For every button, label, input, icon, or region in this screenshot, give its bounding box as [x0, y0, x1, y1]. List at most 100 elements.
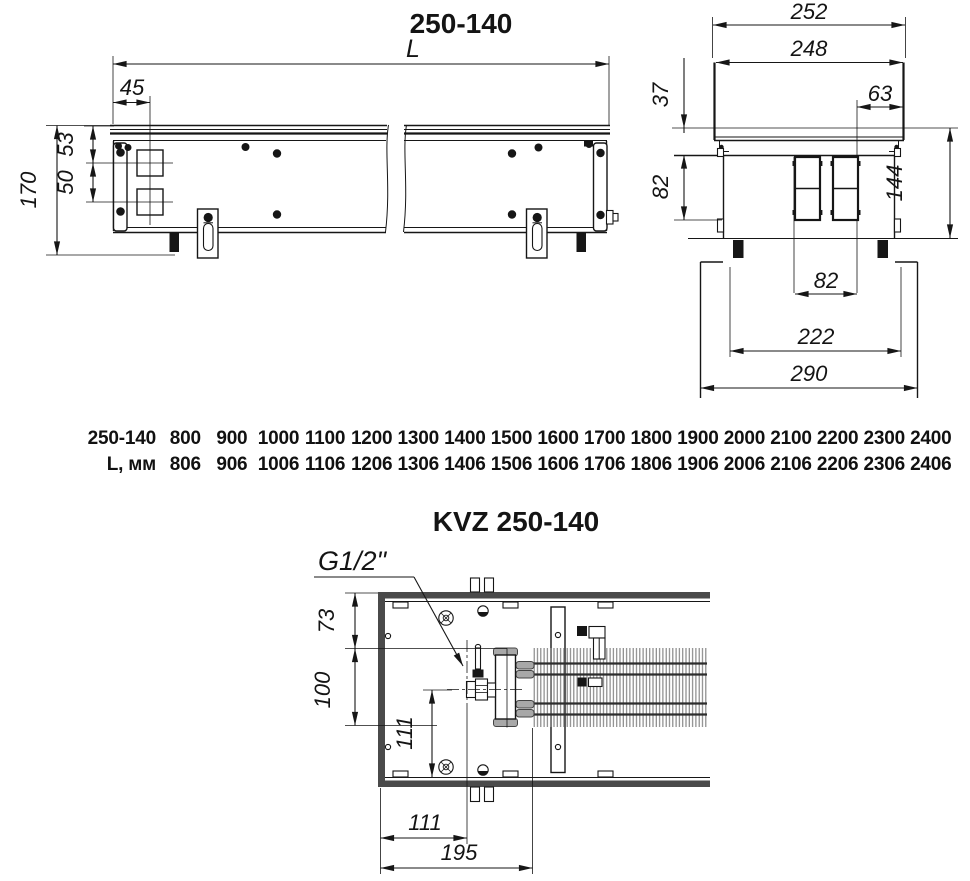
size-table-cell: 1000 — [257, 428, 300, 449]
dim-222-label: 222 — [797, 324, 835, 349]
thread-label: G1/2" — [318, 546, 388, 576]
size-table-cell: 2400 — [910, 428, 952, 449]
size-table-cell: 2106 — [770, 454, 812, 475]
size-table-cell: 1900 — [677, 428, 719, 449]
size-table-cell: 1400 — [444, 428, 486, 449]
size-table-cell: 1700 — [583, 428, 626, 449]
end-view-pipe-blocks — [792, 100, 861, 293]
size-table-cell: 1206 — [350, 454, 393, 475]
dim-82-bottom-label: 82 — [814, 268, 838, 293]
title-plan-view: KVZ 250-140 — [433, 506, 600, 537]
size-table-cell: 2206 — [816, 454, 859, 475]
break-line-left — [385, 124, 389, 233]
end-view-frame — [713, 62, 905, 152]
plan-view: 73 100 111 G1/2" 111 195 — [310, 546, 710, 874]
thread-leader — [413, 576, 464, 667]
size-table-cell: 800 — [169, 428, 201, 449]
clip-top-2 — [483, 577, 495, 593]
size-table-cell: 1906 — [677, 454, 719, 475]
floor-channel — [699, 261, 919, 398]
size-table-row-label: 250-140 — [87, 428, 157, 449]
end-view-casing — [674, 147, 958, 239]
size-table-cell: 906 — [216, 454, 248, 475]
size-table-cell: 1806 — [630, 454, 673, 475]
size-table-cell: 2406 — [910, 454, 952, 475]
foot-left — [169, 232, 179, 252]
dim-37-label: 37 — [648, 82, 673, 107]
plan-view-dimensions: 73 100 111 G1/2" 111 195 — [310, 546, 533, 874]
dim-290-label: 290 — [790, 361, 828, 386]
size-table-cell: 1006 — [257, 454, 300, 475]
side-view-dimensions: L 45 170 53 50 — [16, 35, 610, 256]
size-table-cell: 1706 — [583, 454, 626, 475]
clip-top-1 — [469, 577, 481, 593]
size-table-cell: 1606 — [537, 454, 579, 475]
side-view-right-end-cap — [584, 141, 608, 232]
mounting-bracket-right — [525, 208, 548, 259]
size-table-row-label: L, мм — [106, 454, 156, 475]
side-view-pipe-connections — [86, 96, 173, 225]
dim-170-label: 170 — [16, 171, 41, 208]
break-line-right — [403, 124, 407, 233]
side-fitting-stub — [605, 209, 619, 225]
dim-73-label: 73 — [314, 608, 339, 633]
dim-82-side-label: 82 — [648, 175, 673, 199]
clip-bottom-1 — [469, 786, 481, 803]
size-table-cell: 1200 — [350, 428, 393, 449]
dim-195-label: 195 — [441, 840, 478, 865]
foot-right — [576, 232, 586, 252]
size-table-cell: 2200 — [816, 428, 859, 449]
header-pipe — [494, 654, 517, 720]
size-table-cell: 1306 — [397, 454, 440, 475]
side-view-lid — [110, 124, 610, 141]
size-table-cell: 2300 — [863, 428, 905, 449]
size-table-cell: 2006 — [723, 454, 766, 475]
end-view: 252 248 63 37 82 144 82 222 290 — [648, 0, 958, 398]
dim-144-label: 144 — [882, 165, 907, 202]
dim-100-label: 100 — [310, 671, 335, 708]
size-table-cell: 1500 — [490, 428, 533, 449]
dim-45-label: 45 — [120, 75, 145, 100]
size-table-cell: 1300 — [397, 428, 440, 449]
dim-111-bottom-label: 111 — [408, 810, 441, 835]
end-foot-right — [877, 240, 888, 258]
clip-bottom-2 — [483, 786, 495, 803]
dim-111-side-label: 111 — [392, 716, 417, 749]
heat-exchanger — [493, 647, 707, 727]
end-view-dimensions: 252 248 63 37 82 144 82 222 290 — [648, 0, 954, 392]
size-table-cell: 1100 — [304, 428, 346, 449]
dim-L-label: L — [406, 35, 420, 63]
size-table-cell: 1800 — [630, 428, 673, 449]
mounting-bracket-left — [196, 208, 219, 259]
size-table-cell: 806 — [169, 454, 201, 475]
dim-53-label: 53 — [53, 132, 78, 157]
size-table-cell: 2100 — [770, 428, 812, 449]
size-table-cell: 1406 — [444, 454, 486, 475]
end-foot-left — [733, 240, 744, 258]
size-table-cell: 1106 — [304, 454, 346, 475]
valve-fitting — [447, 640, 524, 706]
title-top: 250-140 — [410, 8, 513, 39]
size-table-cell: 2306 — [863, 454, 905, 475]
dim-252-label: 252 — [790, 0, 828, 24]
size-table-cell: 900 — [216, 428, 248, 449]
dim-63-label: 63 — [868, 81, 893, 106]
side-view: L 45 170 53 50 — [16, 35, 619, 259]
header-cap-bottom — [493, 718, 518, 727]
dim-248-label: 248 — [790, 36, 828, 61]
side-view-rivets — [115, 141, 593, 219]
dim-50-label: 50 — [53, 170, 78, 195]
plan-view-casing — [378, 577, 710, 803]
plan-view-screws — [384, 605, 489, 776]
size-table-cell: 2000 — [723, 428, 766, 449]
side-view-left-end-cap — [112, 142, 128, 232]
plan-view-clips — [577, 625, 606, 688]
size-table-cell: 1600 — [537, 428, 579, 449]
size-table-cell: 1506 — [490, 454, 533, 475]
